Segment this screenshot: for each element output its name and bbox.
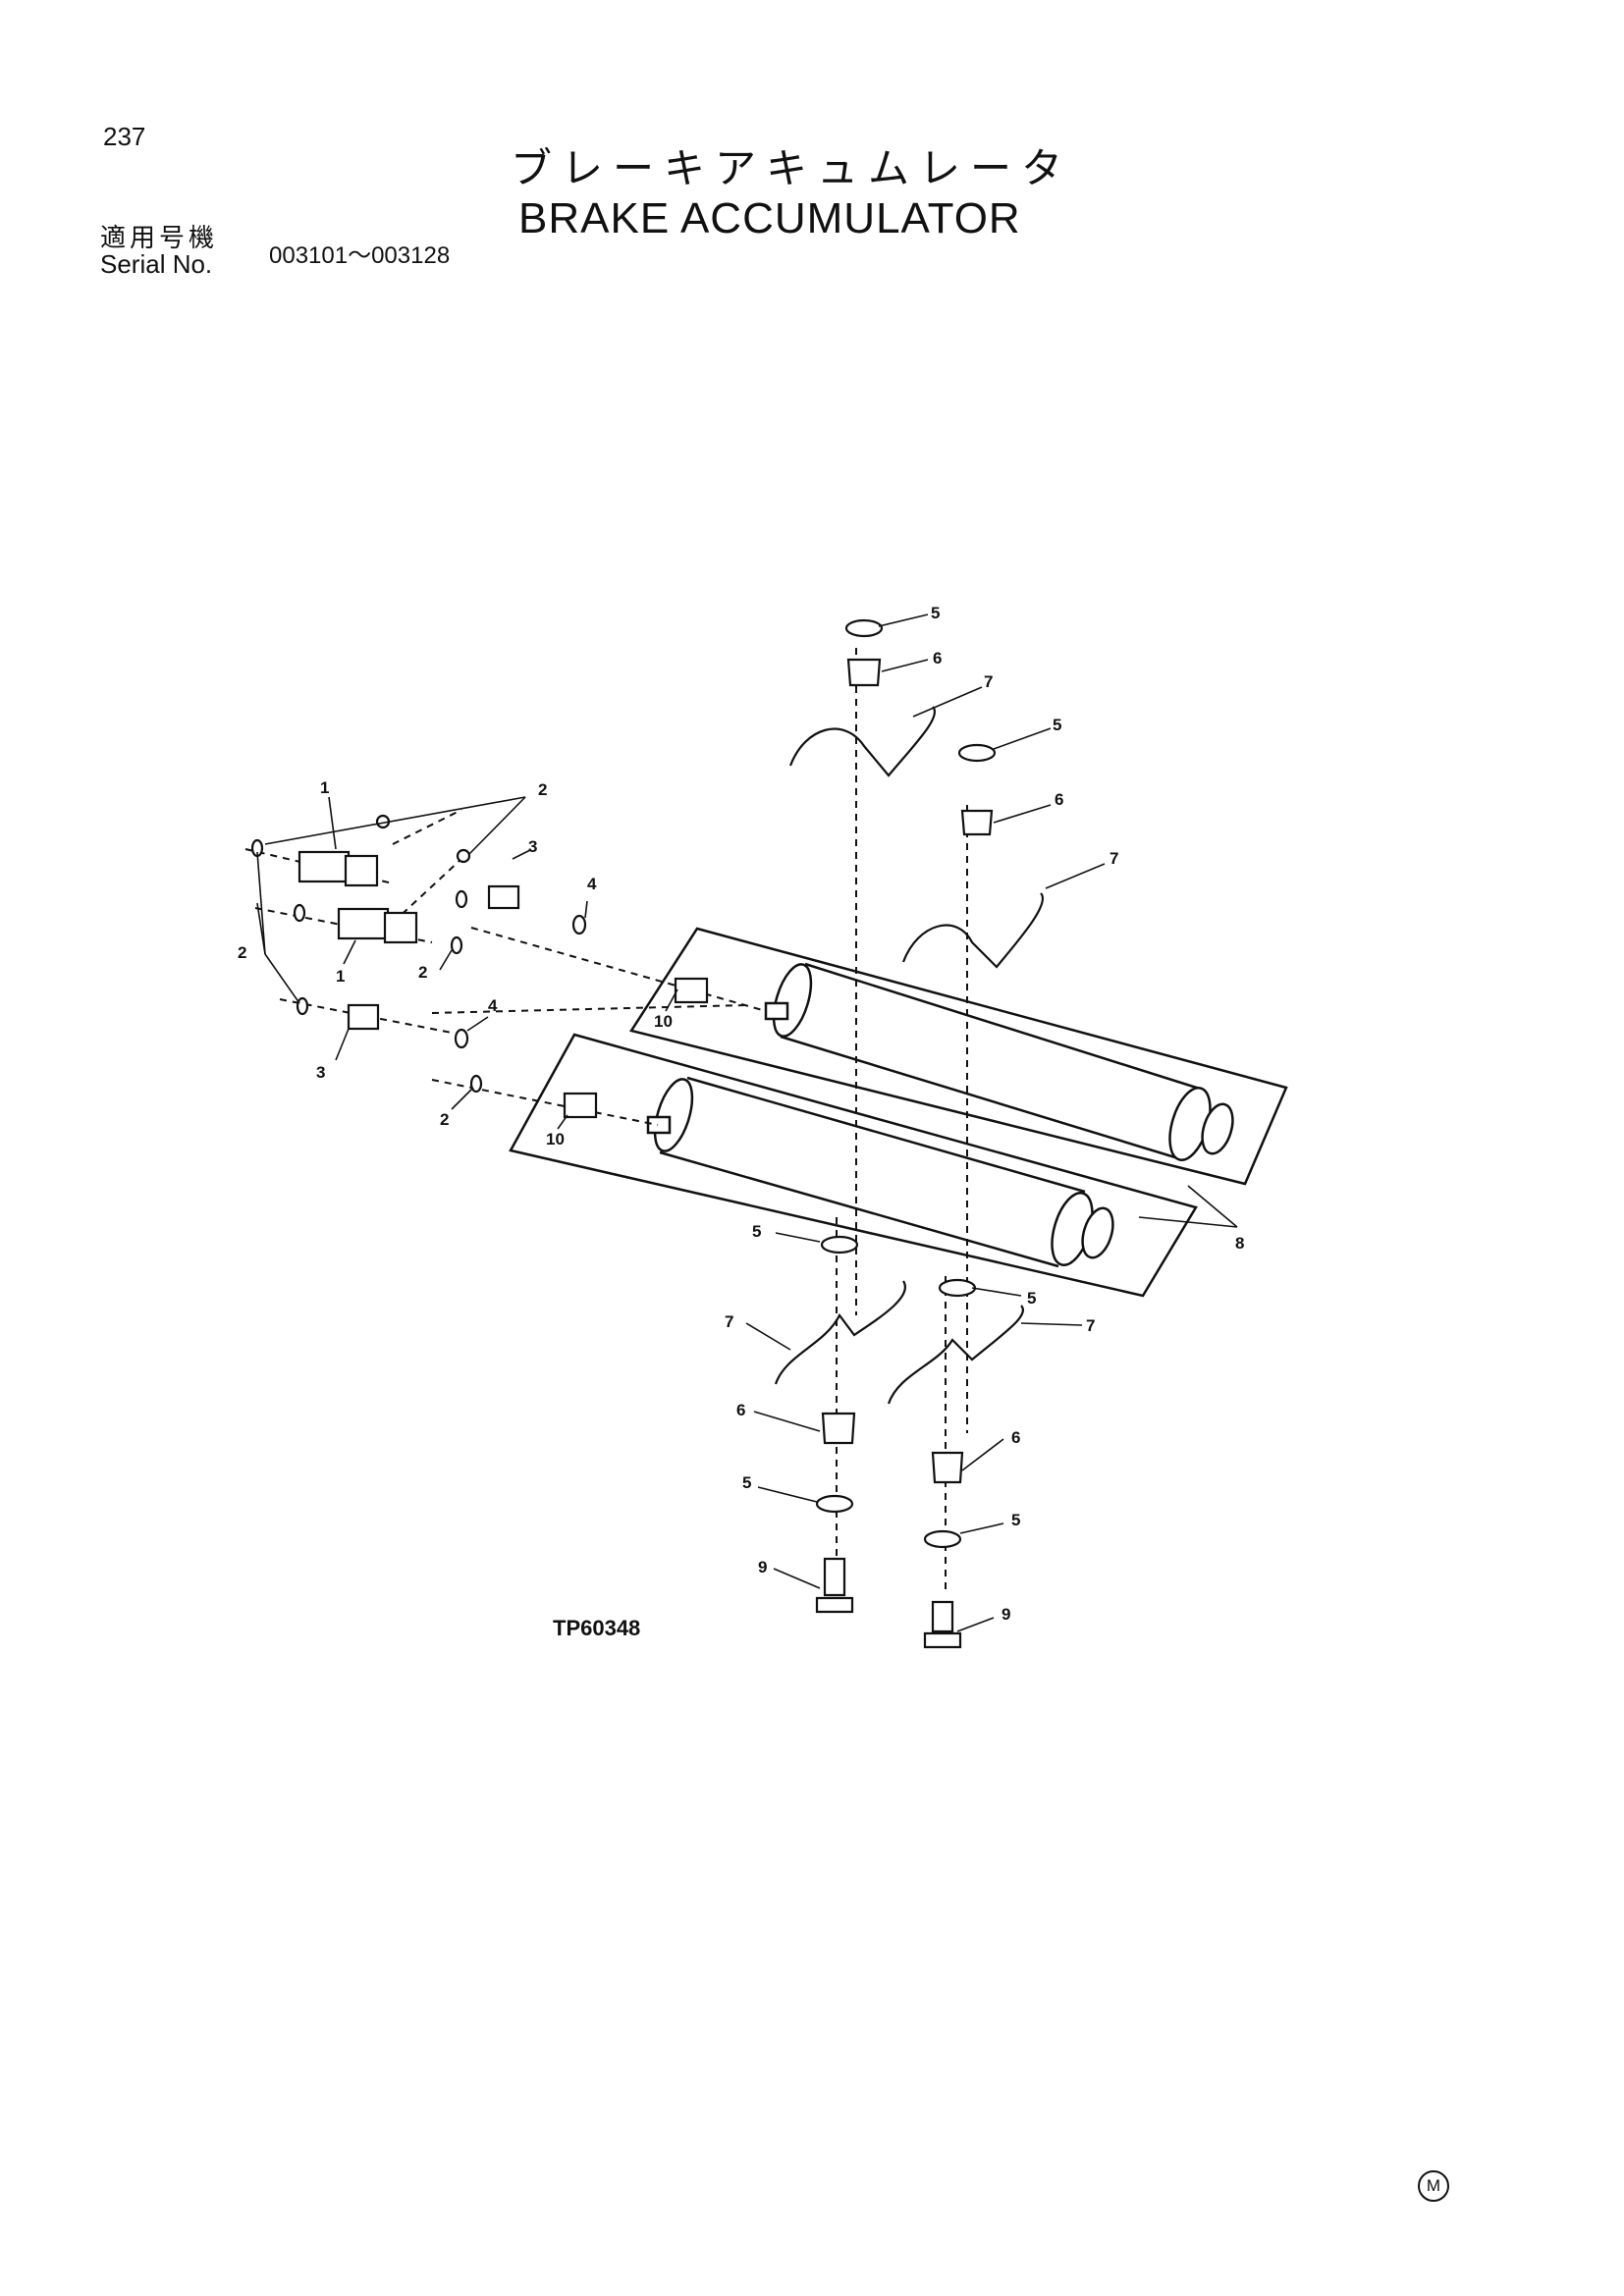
o-ring	[469, 1074, 483, 1094]
washer	[923, 1529, 962, 1549]
rubber-mount	[960, 809, 994, 836]
rubber-mount	[821, 1412, 856, 1445]
callout-5: 5	[742, 1473, 751, 1492]
o-ring	[455, 889, 468, 909]
seal-ring	[454, 1028, 469, 1049]
clamp	[887, 1305, 1024, 1405]
rubber-mount	[931, 1451, 964, 1484]
adapter-lower	[347, 1003, 380, 1031]
bolt	[923, 1600, 962, 1649]
washer	[815, 1494, 854, 1514]
clamp	[788, 706, 936, 777]
fitting-connector-lower	[337, 907, 418, 944]
clamp	[774, 1280, 906, 1385]
fitting-connector-upper	[298, 850, 379, 887]
serial-range: 003101～003128	[269, 242, 451, 269]
callout-9: 9	[758, 1558, 767, 1576]
adapter-10-lower	[563, 1092, 598, 1119]
washer	[844, 618, 884, 638]
o-ring	[450, 935, 463, 955]
callout-6: 6	[933, 649, 942, 667]
callout-6: 6	[1011, 1428, 1020, 1447]
callout-7: 7	[1086, 1316, 1095, 1335]
callout-7: 7	[1110, 849, 1118, 868]
callout-5: 5	[752, 1222, 761, 1241]
washer	[938, 1278, 977, 1298]
seal-ring	[571, 914, 587, 935]
callout-5: 5	[1027, 1289, 1036, 1308]
callout-6: 6	[736, 1401, 745, 1419]
callout-5: 5	[1053, 716, 1061, 734]
callout-5: 5	[1011, 1511, 1020, 1529]
callout-4: 4	[488, 996, 498, 1015]
accumulator-cylinder-upper	[764, 962, 1234, 1161]
clamp	[901, 892, 1044, 969]
bolt	[815, 1557, 854, 1614]
washer	[820, 1235, 859, 1255]
callout-3: 3	[528, 837, 537, 856]
callout-10: 10	[546, 1130, 565, 1148]
manufacturer-mark: M	[1418, 2170, 1449, 2202]
callout-3: 3	[316, 1063, 325, 1082]
page-title-japanese: ブレーキアキュムレータ	[511, 144, 1073, 192]
o-ring	[293, 903, 306, 923]
callout-2: 2	[440, 1110, 449, 1129]
adapter-10-upper	[674, 977, 709, 1004]
callout-1: 1	[320, 778, 329, 797]
callout-1: 1	[336, 967, 345, 986]
page-number: 237	[103, 122, 146, 151]
callout-6: 6	[1055, 790, 1063, 809]
adapter-upper	[487, 884, 520, 910]
serial-label: Serial No.	[100, 249, 213, 279]
callout-5: 5	[931, 604, 940, 622]
callout-10: 10	[654, 1012, 673, 1031]
o-ring	[456, 848, 471, 864]
callout-2: 2	[538, 780, 547, 799]
callout-8: 8	[1235, 1234, 1244, 1253]
callout-4: 4	[587, 875, 597, 893]
rubber-mount	[846, 658, 882, 687]
callout-7: 7	[725, 1312, 733, 1331]
o-ring	[296, 996, 309, 1016]
washer	[957, 743, 997, 763]
callout-7: 7	[984, 672, 993, 691]
drawing-code: TP60348	[553, 1616, 641, 1640]
mounting-plate-lower	[509, 1033, 1198, 1298]
serial-label-japanese: 適用号機	[100, 224, 219, 253]
page-title: BRAKE ACCUMULATOR	[518, 194, 1021, 242]
callout-9: 9	[1001, 1605, 1010, 1624]
callout-2: 2	[238, 943, 246, 962]
callout-2: 2	[418, 963, 427, 982]
mounting-plate-upper	[629, 927, 1288, 1186]
accumulator-cylinder-lower	[646, 1076, 1114, 1268]
